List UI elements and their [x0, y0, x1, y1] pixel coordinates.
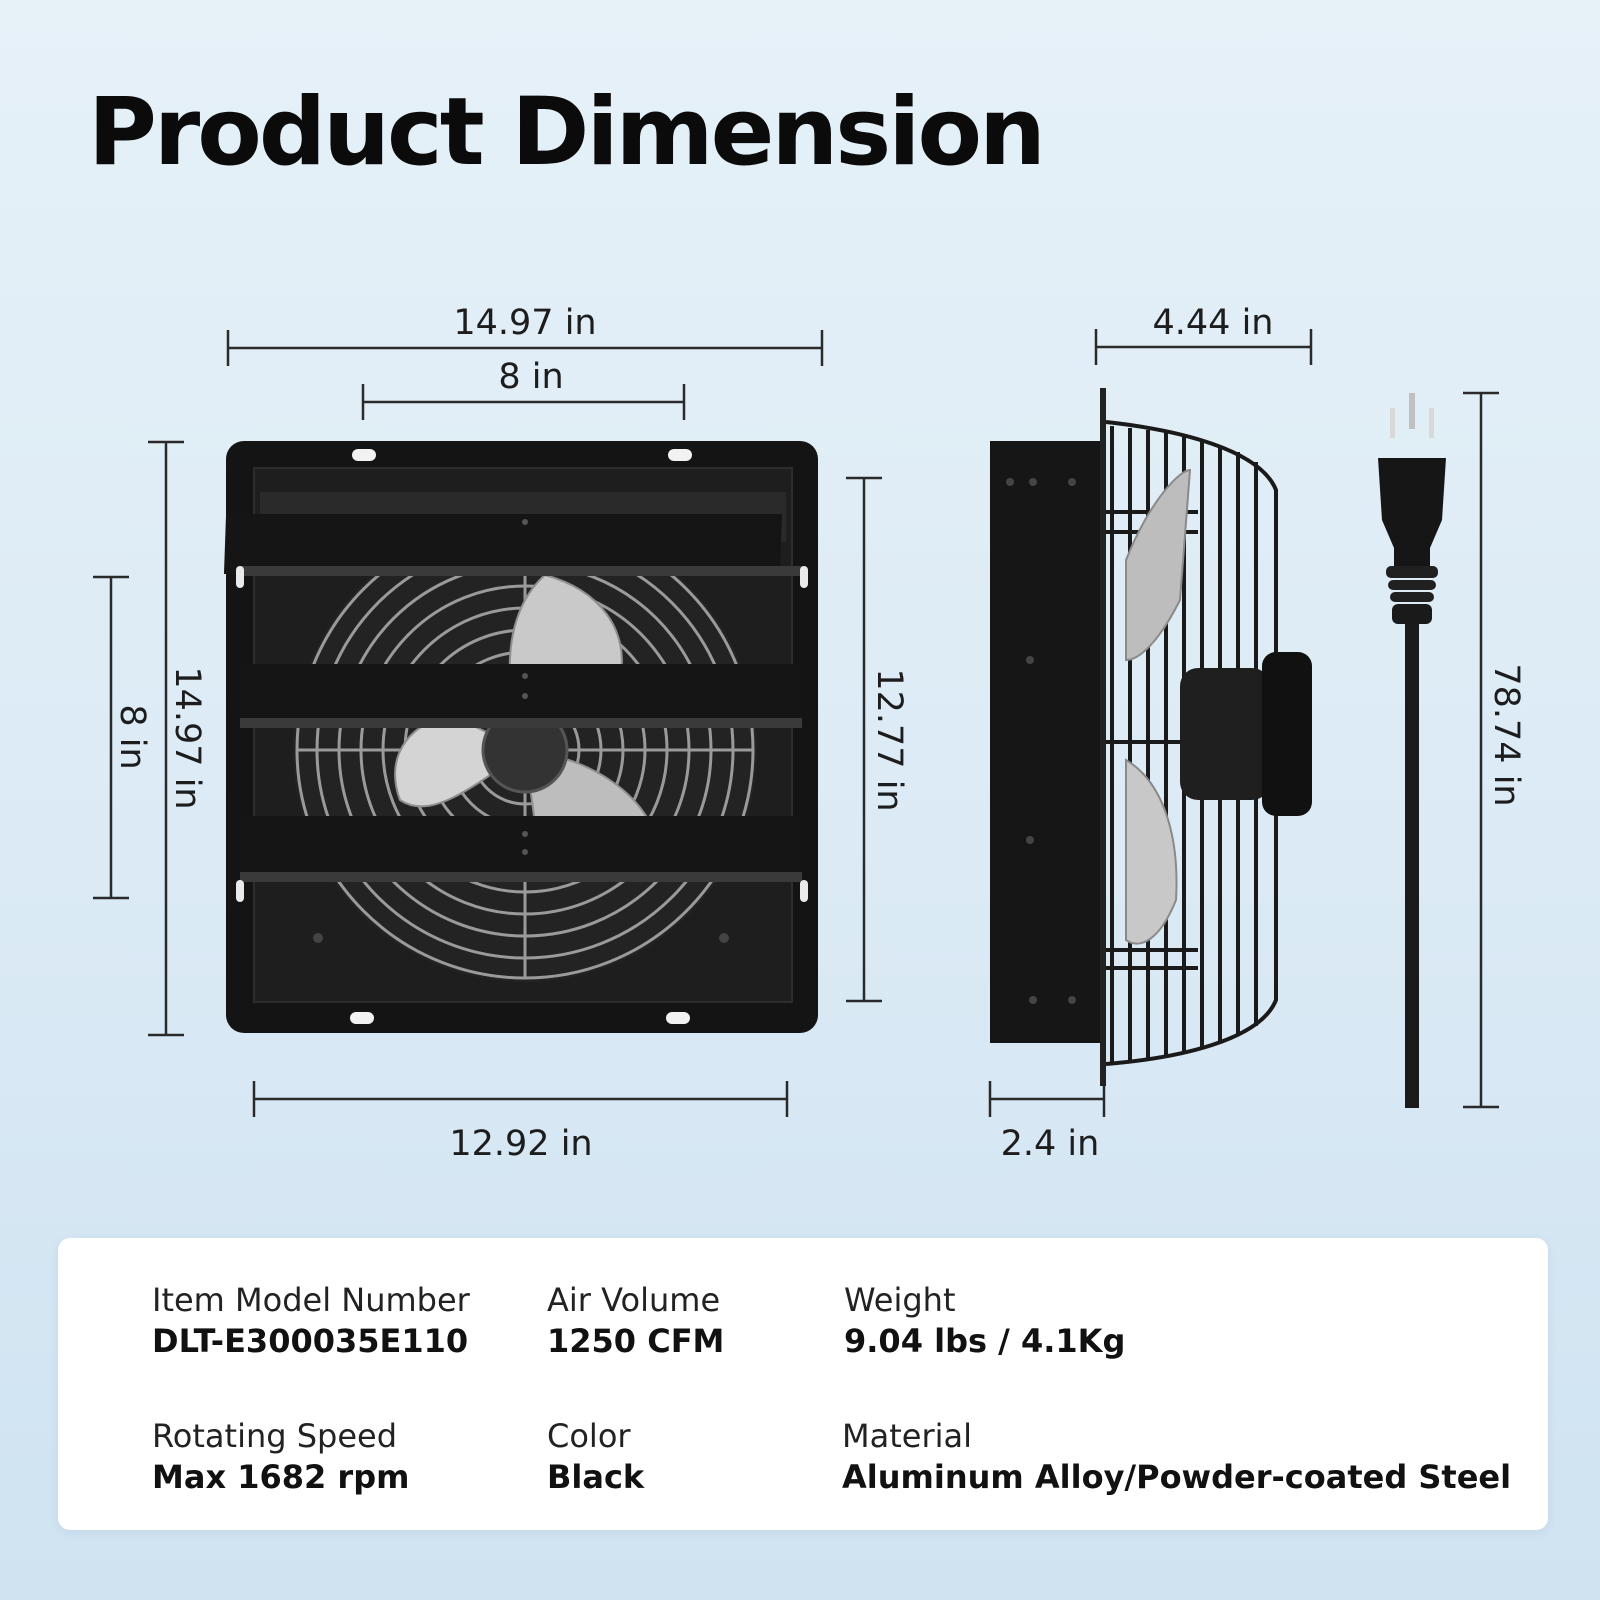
front-inner-height-label: 8 in	[112, 704, 152, 769]
dim-side-depth: 4.44 in	[1094, 303, 1313, 365]
dim-front-inner-height: 8 in	[93, 575, 152, 900]
fan-side-view	[990, 388, 1312, 1086]
spec-label: Air Volume	[547, 1281, 721, 1319]
spec-value: Aluminum Alloy/Powder-coated Steel	[842, 1458, 1512, 1496]
spec-label: Material	[842, 1417, 972, 1455]
spec-material: Material Aluminum Alloy/Powder-coated St…	[842, 1416, 1511, 1498]
spec-value: Max 1682 rpm	[152, 1458, 410, 1496]
spec-value: 1250 CFM	[547, 1322, 725, 1360]
spec-weight: Weight 9.04 lbs / 4.1Kg	[844, 1280, 1125, 1362]
front-bottom-width-label: 12.92 in	[449, 1124, 592, 1164]
side-flange-depth-label: 2.4 in	[1001, 1124, 1100, 1164]
front-frame-height-label: 12.77 in	[869, 668, 909, 811]
spec-value: Black	[547, 1458, 645, 1496]
dim-front-frame-height: 12.77 in	[846, 476, 909, 1003]
spec-model-number: Item Model Number DLT-E300035E110	[152, 1280, 470, 1362]
spec-value: 9.04 lbs / 4.1Kg	[844, 1322, 1126, 1360]
motor-housing	[1180, 668, 1270, 800]
spec-label: Rotating Speed	[152, 1417, 398, 1455]
spec-color: Color Black	[547, 1416, 644, 1498]
page-title: Product Dimension	[88, 78, 1046, 187]
dim-front-overall-width: 14.97 in	[226, 303, 824, 366]
power-plug	[1378, 393, 1446, 1108]
spec-rotating-speed: Rotating Speed Max 1682 rpm	[152, 1416, 409, 1498]
dim-front-bottom-width: 12.92 in	[252, 1081, 789, 1164]
shutter-louvers	[223, 514, 808, 902]
spec-label: Color	[547, 1417, 631, 1455]
dim-side-flange-depth: 2.4 in	[988, 1081, 1106, 1164]
front-overall-height-label: 14.97 in	[167, 666, 207, 809]
mounting-slot	[352, 449, 376, 461]
spec-label: Item Model Number	[152, 1281, 470, 1319]
dim-cord-length: 78.74 in	[1463, 391, 1526, 1109]
power-cord	[1405, 624, 1419, 1108]
dim-front-inner-width: 8 in	[361, 357, 686, 420]
spec-card: Item Model Number DLT-E300035E110 Air Vo…	[58, 1238, 1548, 1530]
spec-air-volume: Air Volume 1250 CFM	[547, 1280, 724, 1362]
dim-front-overall-height: 14.97 in	[148, 440, 207, 1037]
front-inner-width-label: 8 in	[498, 357, 563, 397]
side-depth-label: 4.44 in	[1153, 303, 1274, 343]
cord-length-label: 78.74 in	[1486, 663, 1526, 806]
spec-label: Weight	[844, 1281, 956, 1319]
fan-front-view	[223, 441, 818, 1033]
mounting-slot	[350, 1012, 374, 1024]
front-overall-width-label: 14.97 in	[453, 303, 596, 343]
spec-value: DLT-E300035E110	[152, 1322, 469, 1360]
mounting-slot	[666, 1012, 690, 1024]
mounting-slot	[668, 449, 692, 461]
